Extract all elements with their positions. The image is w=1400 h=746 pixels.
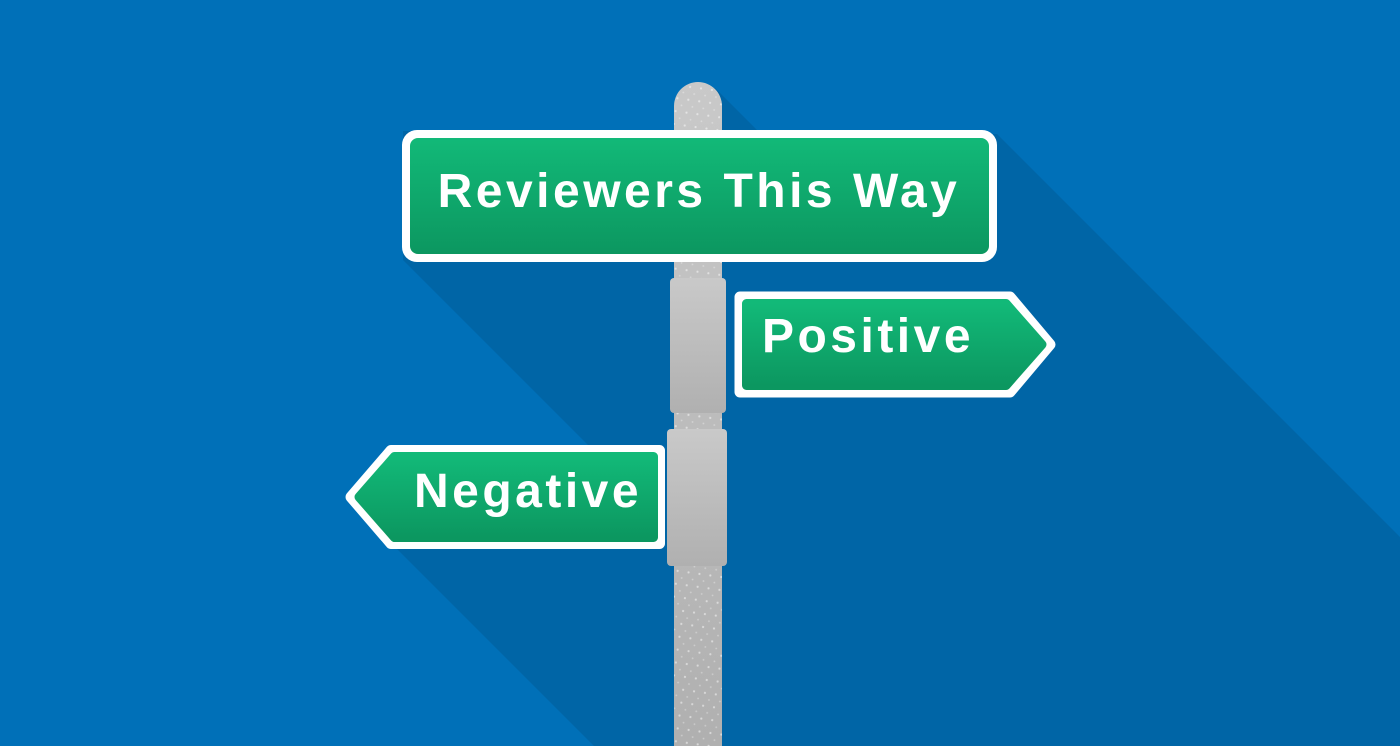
main-sign: Reviewers This Way — [402, 130, 997, 262]
positive-sign: Positive — [734, 291, 1056, 398]
negative-sign: Negative — [345, 445, 665, 549]
positive-sign-face — [742, 299, 1047, 390]
upper-bracket — [670, 278, 726, 413]
lower-bracket — [667, 429, 727, 566]
main-sign-label: Reviewers This Way — [438, 165, 961, 218]
main-sign-face — [410, 138, 989, 254]
positive-sign-label: Positive — [762, 310, 974, 363]
negative-sign-face — [354, 452, 658, 542]
negative-sign-label: Negative — [414, 465, 642, 518]
